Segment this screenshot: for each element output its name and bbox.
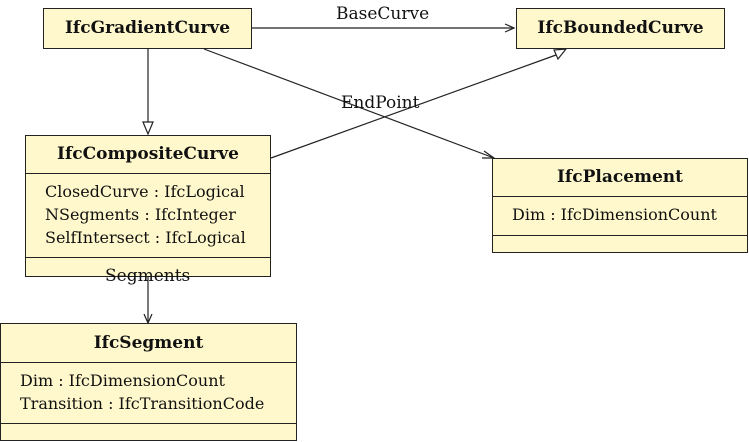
class-ifccompositecurve[interactable]: IfcCompositeCurve ClosedCurve : IfcLogic…	[25, 135, 271, 277]
composite-inheritance-line	[270, 54, 557, 159]
class-ifcsegment[interactable]: IfcSegment Dim : IfcDimensionCount Trans…	[0, 323, 297, 441]
attribute: Transition : IfcTransitionCode	[20, 394, 265, 413]
composite-inheritance-arrowhead	[553, 48, 568, 61]
attribute: Dim : IfcDimensionCount	[20, 371, 225, 390]
gradient-inheritance-arrowhead	[142, 121, 154, 136]
class-name: IfcSegment	[93, 333, 204, 353]
endpoint-association-line	[203, 48, 495, 159]
class-ifcgradientcurve[interactable]: IfcGradientCurve	[43, 8, 252, 49]
class-ifcboundedcurve[interactable]: IfcBoundedCurve	[516, 8, 725, 49]
class-operations	[1, 423, 296, 440]
segments-label: Segments	[105, 266, 191, 286]
attribute: ClosedCurve : IfcLogical	[45, 182, 245, 201]
attribute: SelfIntersect : IfcLogical	[45, 228, 246, 247]
class-attributes: Dim : IfcDimensionCount	[493, 196, 747, 235]
class-name: IfcGradientCurve	[64, 18, 231, 38]
class-ifcplacement[interactable]: IfcPlacement Dim : IfcDimensionCount	[492, 158, 748, 253]
class-name: IfcPlacement	[556, 167, 684, 187]
attribute: NSegments : IfcInteger	[45, 205, 236, 224]
basecurve-label: BaseCurve	[336, 4, 430, 24]
class-attributes: ClosedCurve : IfcLogical NSegments : Ifc…	[26, 173, 270, 257]
class-attributes: Dim : IfcDimensionCount Transition : Ifc…	[1, 362, 296, 423]
basecurve-arrowhead	[504, 23, 516, 33]
class-name: IfcCompositeCurve	[57, 144, 239, 164]
attribute: Dim : IfcDimensionCount	[512, 205, 717, 224]
class-operations	[26, 257, 270, 276]
class-name: IfcBoundedCurve	[537, 18, 704, 38]
endpoint-label: EndPoint	[341, 93, 420, 113]
class-operations	[493, 235, 747, 252]
